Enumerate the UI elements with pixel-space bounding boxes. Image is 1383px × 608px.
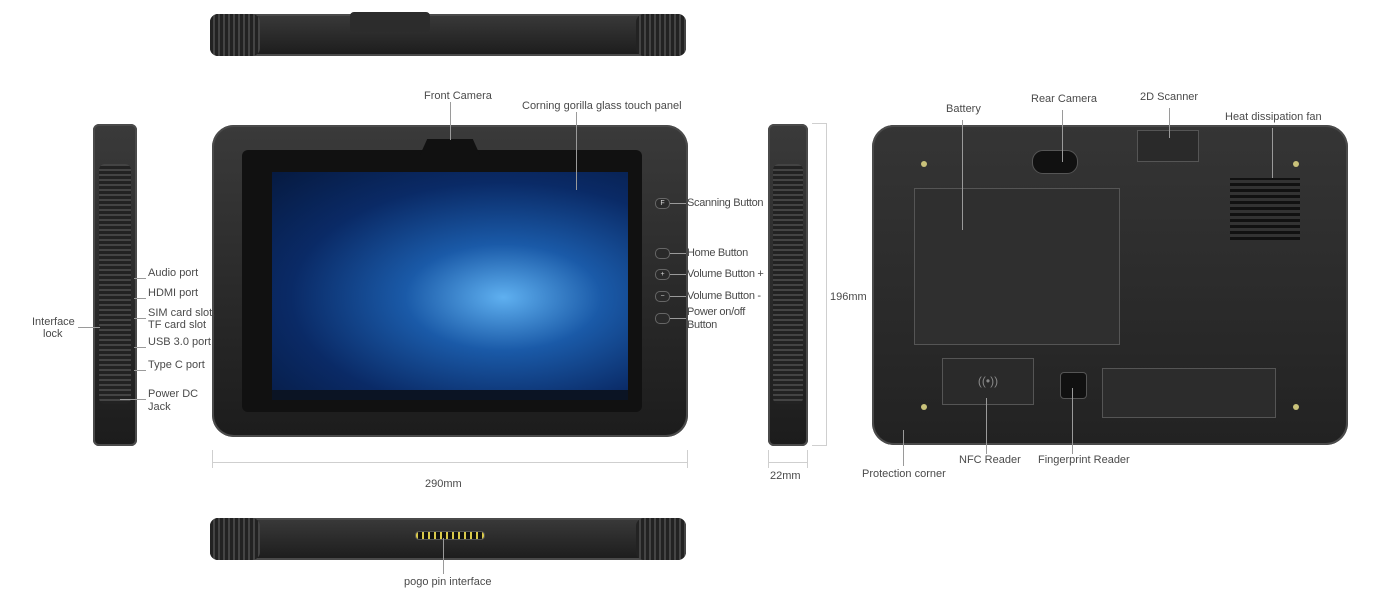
dimension-line xyxy=(768,462,808,463)
leader-line xyxy=(1062,110,1063,162)
label-fingerprint-reader: Fingerprint Reader xyxy=(1038,454,1130,466)
label-nfc-reader: NFC Reader xyxy=(959,454,1021,466)
label-interface-lock: Interface xyxy=(32,316,75,328)
dimension-tick xyxy=(812,123,827,124)
home-button[interactable] xyxy=(655,248,670,259)
leader-line xyxy=(134,347,146,348)
screw-icon xyxy=(921,161,927,167)
leader-line xyxy=(134,298,146,299)
label-sim-slot: SIM card slot, xyxy=(148,307,216,319)
label-volume-up: Volume Button + xyxy=(687,268,764,280)
power-button[interactable] xyxy=(655,313,670,324)
tablet-bottom-view xyxy=(210,518,686,560)
bottom-left-bumper xyxy=(210,518,260,560)
leader-line xyxy=(134,278,146,279)
cover-panel xyxy=(1102,368,1276,418)
label-scanning-button: Scanning Button xyxy=(687,197,764,209)
dimension-tick xyxy=(812,445,827,446)
label-2d-scanner: 2D Scanner xyxy=(1140,91,1199,103)
label-power-dc: Power DC xyxy=(148,388,199,400)
leader-line xyxy=(986,398,987,454)
desktop-wallpaper xyxy=(272,172,628,400)
volume-up-button[interactable]: + xyxy=(655,269,670,280)
dimension-tick xyxy=(807,450,808,468)
label-audio-port: Audio port xyxy=(148,267,199,279)
label-heat-fan: Heat dissipation fan xyxy=(1225,111,1322,123)
label-type-c-port: Type C port xyxy=(148,359,205,371)
screw-icon xyxy=(1293,161,1299,167)
volume-down-button[interactable]: − xyxy=(655,291,670,302)
label-rear-camera: Rear Camera xyxy=(1031,93,1098,105)
side-grip xyxy=(99,164,131,404)
leader-line xyxy=(450,102,451,140)
leader-line xyxy=(670,274,686,275)
label-tf-slot: TF card slot xyxy=(148,319,207,331)
label-pogo-pin: pogo pin interface xyxy=(404,576,492,588)
top-right-bumper xyxy=(636,14,686,56)
tablet-front-view: F + − xyxy=(212,125,688,437)
label-protection-corner: Protection corner xyxy=(862,468,946,480)
2d-scanner xyxy=(1137,130,1199,162)
tablet-left-side-view xyxy=(93,124,137,446)
leader-line xyxy=(903,430,904,466)
label-battery: Battery xyxy=(946,103,981,115)
fingerprint-reader xyxy=(1060,372,1087,399)
label-home-button: Home Button xyxy=(687,247,748,259)
leader-line xyxy=(670,203,686,204)
tablet-back-view: ((•)) xyxy=(872,125,1348,445)
label-glass-panel: Corning gorilla glass touch panel xyxy=(522,100,682,112)
leader-line xyxy=(78,327,100,328)
dimension-width: 290mm xyxy=(425,478,462,490)
label-power-dc-jack: Jack xyxy=(148,401,171,413)
dimension-tick xyxy=(687,450,688,468)
leader-line xyxy=(1169,108,1170,138)
label-usb-port: USB 3.0 port xyxy=(148,336,211,348)
leader-line xyxy=(443,538,444,574)
leader-line xyxy=(1272,128,1273,178)
label-power-button: Power on/off xyxy=(687,306,745,318)
leader-line xyxy=(120,399,146,400)
dimension-depth: 22mm xyxy=(770,470,801,482)
battery-cover xyxy=(914,188,1120,345)
taskbar xyxy=(272,390,628,400)
label-front-camera: Front Camera xyxy=(424,90,492,102)
leader-line xyxy=(670,253,686,254)
dimension-line xyxy=(826,123,827,445)
dimension-tick xyxy=(212,450,213,468)
leader-line xyxy=(576,112,577,190)
scanning-button[interactable]: F xyxy=(655,198,670,209)
screw-icon xyxy=(921,404,927,410)
leader-line xyxy=(670,318,686,319)
dimension-height: 196mm xyxy=(830,291,867,303)
nfc-reader: ((•)) xyxy=(942,358,1034,405)
tablet-top-view xyxy=(210,12,686,56)
leader-line xyxy=(134,370,146,371)
leader-line xyxy=(134,318,146,319)
side-grip xyxy=(773,164,803,404)
leader-line xyxy=(962,120,963,230)
rear-camera xyxy=(1032,150,1078,174)
front-camera-housing xyxy=(420,139,480,155)
dimension-tick xyxy=(768,450,769,468)
touch-screen xyxy=(242,150,642,412)
top-left-bumper xyxy=(210,14,260,56)
label-volume-down: Volume Button - xyxy=(687,290,761,302)
heat-dissipation-fan xyxy=(1230,178,1300,240)
label-hdmi-port: HDMI port xyxy=(148,287,199,299)
bottom-right-bumper xyxy=(636,518,686,560)
top-camera-bump xyxy=(350,12,430,32)
dimension-line xyxy=(212,462,688,463)
label-interface-lock-2: lock xyxy=(43,328,63,340)
label-power-button-2: Button xyxy=(687,319,718,331)
pogo-pin-connector xyxy=(415,531,485,540)
leader-line xyxy=(670,296,686,297)
tablet-right-side-view xyxy=(768,124,808,446)
leader-line xyxy=(1072,388,1073,454)
screw-icon xyxy=(1293,404,1299,410)
